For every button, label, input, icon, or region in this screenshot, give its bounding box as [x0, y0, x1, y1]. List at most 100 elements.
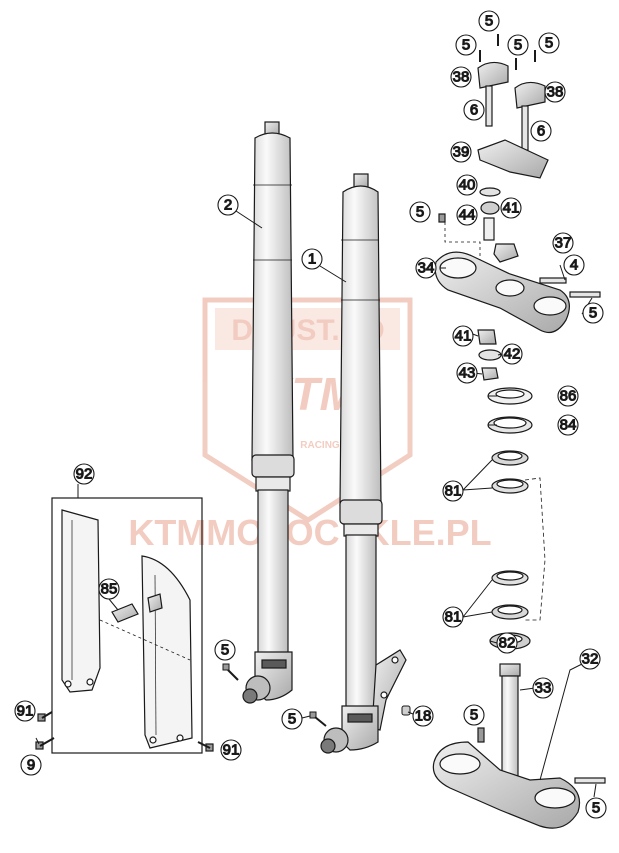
callout-4: 4 [563, 254, 585, 276]
callout-5-f: 5 [582, 302, 604, 324]
svg-text:32: 32 [582, 651, 599, 668]
fork-leg-right [320, 173, 407, 754]
svg-text:81: 81 [445, 483, 462, 500]
callout-84: 84 [557, 414, 579, 436]
clamp-bolt-left [485, 85, 493, 127]
svg-text:41: 41 [503, 200, 520, 217]
svg-text:38: 38 [453, 69, 470, 86]
watermark: DUUST.CO KTM RACING KTMMOTOCYKLE.PL [128, 297, 492, 553]
lower-clamp-bore-left [439, 753, 481, 775]
leader-lines [35, 210, 597, 798]
svg-text:2: 2 [224, 197, 232, 214]
bleed-screw [401, 705, 411, 716]
callout-5-i: 5 [463, 704, 485, 726]
bushing-41-top [480, 201, 500, 215]
svg-text:6: 6 [537, 123, 545, 140]
svg-text:86: 86 [560, 388, 577, 405]
callout-5-c: 5 [507, 34, 529, 56]
outer-tube-left [251, 132, 294, 461]
callout-92: 92 [73, 463, 95, 485]
callout-38-b: 38 [544, 81, 566, 103]
callout-81-a: 81 [442, 480, 464, 502]
callout-82: 82 [496, 632, 518, 654]
screws-fork [222, 663, 411, 727]
svg-text:81: 81 [445, 609, 462, 626]
pinch-bolt-5 [569, 291, 601, 298]
pinch-bolt-4 [539, 277, 567, 284]
svg-text:40: 40 [459, 177, 476, 194]
callout-37: 37 [552, 232, 574, 254]
outer-tube-right [339, 185, 382, 506]
svg-text:18: 18 [415, 708, 432, 725]
callout-85: 85 [98, 578, 120, 600]
watermark-site: KTMMOTOCYKLE.PL [128, 512, 491, 553]
svg-text:5: 5 [288, 711, 296, 728]
bushing-41-bottom [477, 329, 497, 345]
callout-1: 1 [301, 248, 323, 270]
callout-86: 86 [557, 385, 579, 407]
callout-6-a: 6 [463, 99, 485, 121]
svg-text:4: 4 [570, 257, 578, 274]
handlebar-clamp-assembly [438, 34, 549, 266]
callout-6-b: 6 [530, 120, 552, 142]
callout-81-b: 81 [442, 606, 464, 628]
callouts: 1 2 4 5 5 5 5 5 5 5 5 5 5 6 6 9 18 32 33… [14, 10, 607, 819]
svg-text:9: 9 [27, 757, 35, 774]
svg-text:5: 5 [485, 13, 493, 30]
callout-91-b: 91 [220, 739, 242, 761]
svg-text:5: 5 [514, 37, 522, 54]
washer-42 [478, 349, 502, 361]
svg-text:41: 41 [455, 328, 472, 345]
clamp-bolt-right [521, 105, 529, 151]
svg-text:84: 84 [560, 417, 577, 434]
svg-text:34: 34 [418, 260, 435, 277]
callout-5-b: 5 [455, 34, 477, 56]
upper-clamp-bore-right [533, 296, 567, 316]
sleeve-44 [483, 217, 495, 241]
fork-protector-group [35, 497, 214, 754]
svg-text:82: 82 [499, 635, 516, 652]
svg-text:33: 33 [535, 680, 552, 697]
protector-box [51, 497, 203, 754]
bar-clamp-base [477, 139, 549, 179]
fork-seal-right [339, 499, 383, 525]
lower-bushings [477, 329, 502, 381]
brake-line-guide [111, 603, 139, 623]
steering-stem [501, 675, 519, 785]
svg-text:85: 85 [101, 581, 118, 598]
svg-text:5: 5 [462, 37, 470, 54]
svg-text:43: 43 [459, 365, 476, 382]
svg-text:42: 42 [504, 346, 521, 363]
svg-text:5: 5 [592, 800, 600, 817]
callout-34: 34 [415, 257, 437, 279]
inner-tube-left [257, 489, 289, 656]
callout-9: 9 [20, 754, 42, 776]
callout-40: 40 [456, 174, 478, 196]
steering-bearings [487, 387, 546, 650]
inner-tube-right [345, 534, 377, 711]
svg-text:38: 38 [547, 84, 564, 101]
callout-43: 43 [456, 362, 478, 384]
callout-33: 33 [532, 677, 554, 699]
svg-text:5: 5 [221, 642, 229, 659]
nut-43 [481, 367, 499, 381]
fork-seal-left [251, 454, 295, 478]
fork-leg-left [242, 121, 295, 704]
svg-text:5: 5 [416, 204, 424, 221]
callout-32: 32 [579, 648, 601, 670]
svg-text:44: 44 [459, 207, 476, 224]
callout-18: 18 [412, 705, 434, 727]
upper-clamp-bore-center [495, 279, 525, 297]
svg-text:92: 92 [76, 466, 93, 483]
upper-triple-clamp [434, 251, 601, 333]
fork-protector-left [61, 509, 101, 693]
callout-2: 2 [217, 194, 239, 216]
lower-clamp-bore-right [534, 787, 576, 809]
callout-5-d: 5 [538, 32, 560, 54]
bar-clamp-top-left [477, 61, 509, 89]
callout-5-j: 5 [585, 797, 607, 819]
callout-42: 42 [501, 343, 523, 365]
svg-text:91: 91 [17, 703, 34, 720]
callout-41-a: 41 [500, 197, 522, 219]
